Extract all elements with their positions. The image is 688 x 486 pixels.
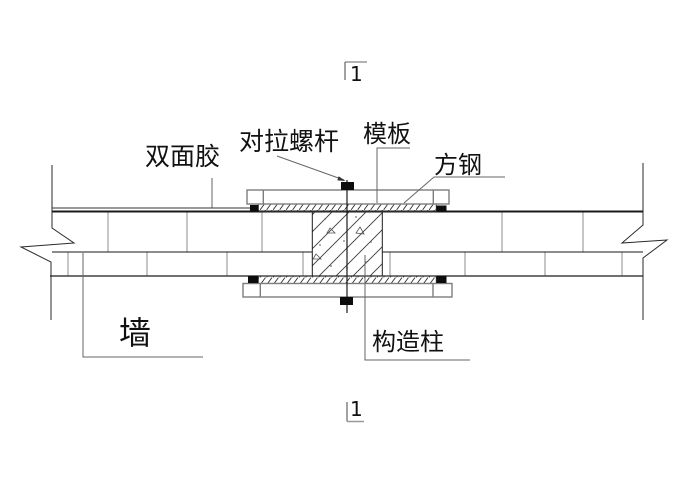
- top-right-clamp-block: [436, 205, 447, 212]
- label-square-steel: 方钢: [434, 151, 482, 179]
- right-break-mark: [620, 163, 669, 320]
- formwork-leader: [376, 147, 410, 203]
- bottom-right-clamp-block: [436, 276, 447, 283]
- label-double-sided-tape: 双面胶: [145, 142, 220, 171]
- bottom-section-number: 1: [350, 397, 363, 421]
- brick-joints-top-course: [107, 212, 584, 252]
- top-nut: [341, 182, 354, 190]
- label-structural-column: 构造柱: [372, 328, 444, 356]
- bottom-nut: [340, 297, 353, 305]
- structural-column-leader: [364, 255, 470, 361]
- top-section-number: 1: [350, 62, 363, 86]
- label-formwork: 模板: [363, 120, 411, 148]
- annotation-labels: 双面胶 对拉螺杆 模板 方钢 墙 构造柱: [119, 120, 482, 356]
- leader-lines: [52, 147, 505, 361]
- bottom-left-clamp-block: [248, 276, 258, 283]
- left-break-mark: [19, 165, 76, 320]
- tie-rod-leader-arrowhead: [337, 176, 346, 181]
- aggregate-dots: [319, 216, 372, 269]
- wall-leader: [82, 253, 203, 358]
- tie-rod-leader: [276, 155, 345, 181]
- tie-rod-nuts: [248, 182, 447, 305]
- label-wall: 墙: [119, 314, 151, 352]
- label-tie-rod: 对拉螺杆: [239, 127, 339, 156]
- aggregate-triangles: [312, 226, 365, 260]
- brick-joints-bottom-course: [67, 252, 623, 276]
- square-steel-leader: [403, 176, 505, 204]
- break-marks: [19, 163, 669, 320]
- top-left-clamp-block: [250, 205, 259, 212]
- tie-rod-assembly: [248, 180, 447, 313]
- section-marks: 1 1: [344, 61, 367, 423]
